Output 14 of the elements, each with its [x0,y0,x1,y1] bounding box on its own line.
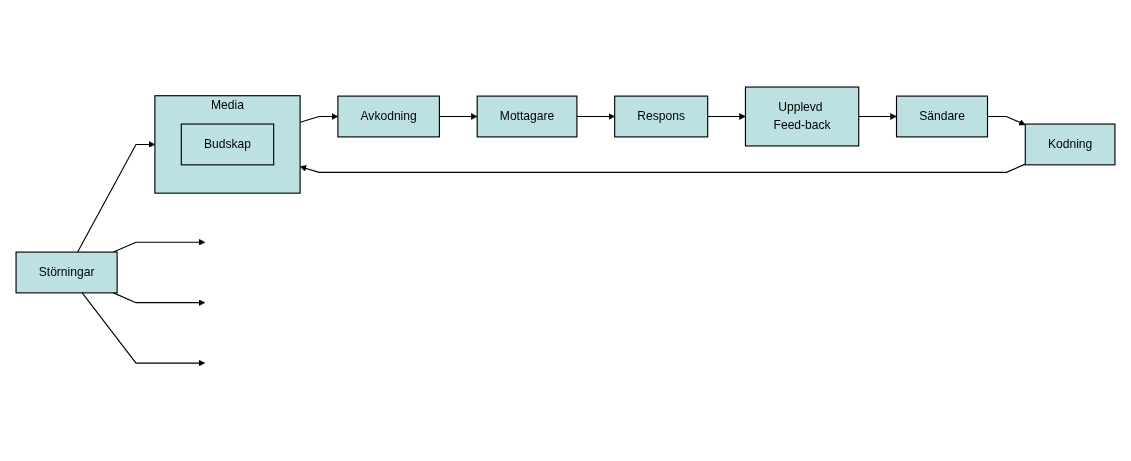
node-box [337,95,440,138]
arrow [707,112,746,120]
node-box [476,95,578,138]
node-box [1024,123,1116,166]
arrow [858,112,897,120]
arrow [81,292,206,367]
node-box [895,95,989,138]
flowchart: Media Budskap Sändare Kodning Avkodning Mottagare Störningar Upplevd Feed-back Respons [10,80,1121,381]
node-box [180,123,275,166]
node-box [614,95,709,138]
node-box [15,251,118,294]
cluster [154,94,301,194]
node-box [744,86,860,147]
arrow [576,112,615,120]
